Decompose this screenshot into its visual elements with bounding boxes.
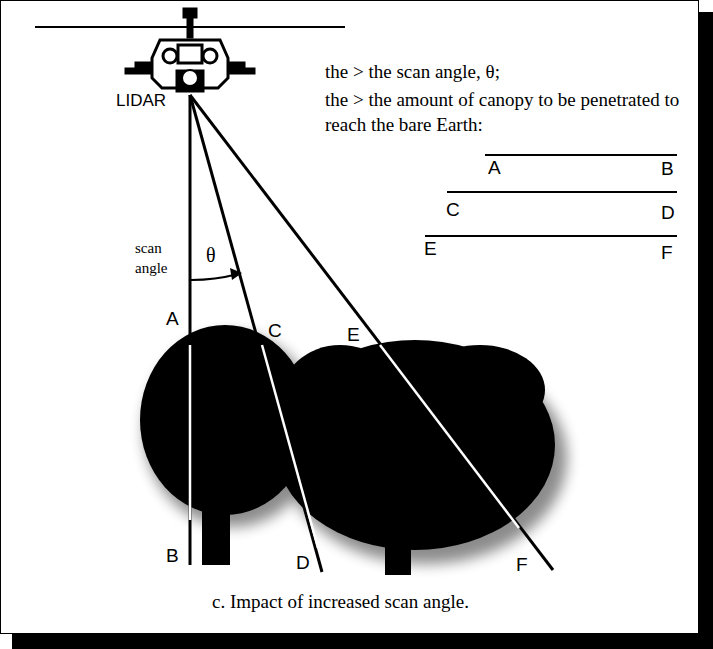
penetration-scale-line <box>425 155 677 236</box>
scale-label: E <box>424 239 437 260</box>
angle-symbol: θ <box>206 244 216 266</box>
point-label: D <box>296 553 310 574</box>
note-text: the > the scan angle, θ; <box>325 62 500 83</box>
point-label: E <box>347 325 360 346</box>
tree-silhouette <box>140 325 555 575</box>
scale-label: F <box>661 243 673 264</box>
scale-label: C <box>446 200 460 221</box>
angle-label: scan angle <box>135 239 181 278</box>
scale-label: A <box>488 158 501 179</box>
scan-line <box>190 95 553 572</box>
point-label: C <box>268 321 282 342</box>
device-label: LIDAR <box>116 92 166 111</box>
helicopter-symbol <box>35 8 345 92</box>
point-label: B <box>166 546 179 567</box>
point-label: A <box>166 309 179 330</box>
point-label: F <box>516 555 528 576</box>
scale-label: B <box>661 159 674 180</box>
note-text: the > the amount of canopy to be penetra… <box>325 88 685 137</box>
canopy-penetration <box>190 345 519 548</box>
figure-caption: c. Impact of increased scan angle. <box>212 592 469 613</box>
scale-label: D <box>661 203 675 224</box>
